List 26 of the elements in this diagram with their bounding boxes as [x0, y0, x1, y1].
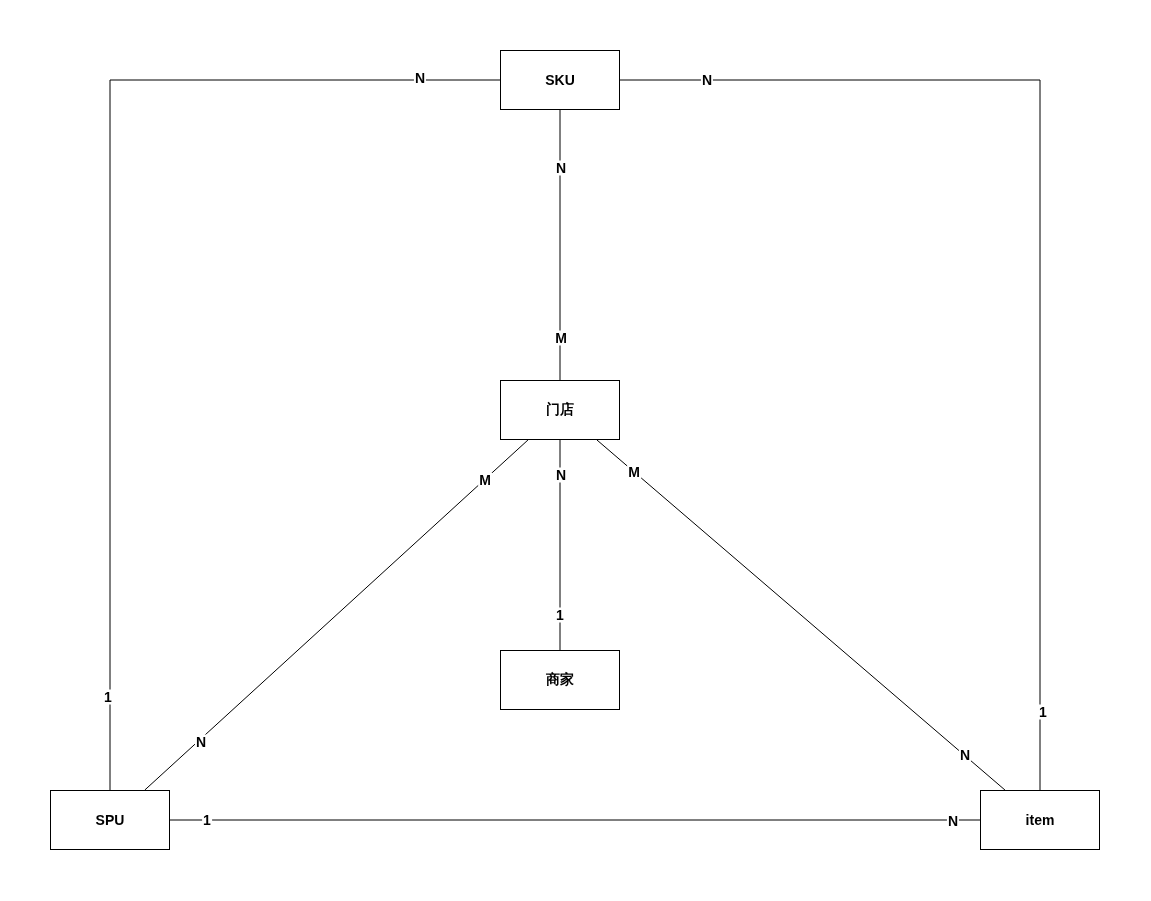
connector-line: [169, 819, 981, 821]
cardinality-label: N: [554, 160, 568, 176]
connector-line: [559, 439, 561, 651]
connector-line: [144, 439, 529, 791]
cardinality-label: 1: [555, 607, 565, 623]
entity-box: 商家: [500, 650, 620, 710]
connector-line: [619, 79, 1041, 791]
entity-box: SKU: [500, 50, 620, 110]
connector-line: [596, 439, 1006, 791]
cardinality-label: N: [946, 813, 960, 829]
cardinality-label: N: [194, 734, 208, 750]
entity-box: item: [980, 790, 1100, 850]
cardinality-label: 1: [1038, 704, 1048, 720]
connector-line: [559, 109, 561, 381]
connector-line: [109, 79, 501, 791]
cardinality-label: N: [413, 70, 427, 86]
cardinality-label: 1: [202, 812, 212, 828]
cardinality-label: M: [627, 464, 641, 480]
cardinality-label: N: [700, 72, 714, 88]
cardinality-label: N: [958, 747, 972, 763]
cardinality-label: 1: [103, 689, 113, 705]
entity-box: 门店: [500, 380, 620, 440]
entity-box: SPU: [50, 790, 170, 850]
cardinality-label: M: [478, 472, 492, 488]
cardinality-label: M: [554, 330, 568, 346]
cardinality-label: N: [554, 467, 568, 483]
